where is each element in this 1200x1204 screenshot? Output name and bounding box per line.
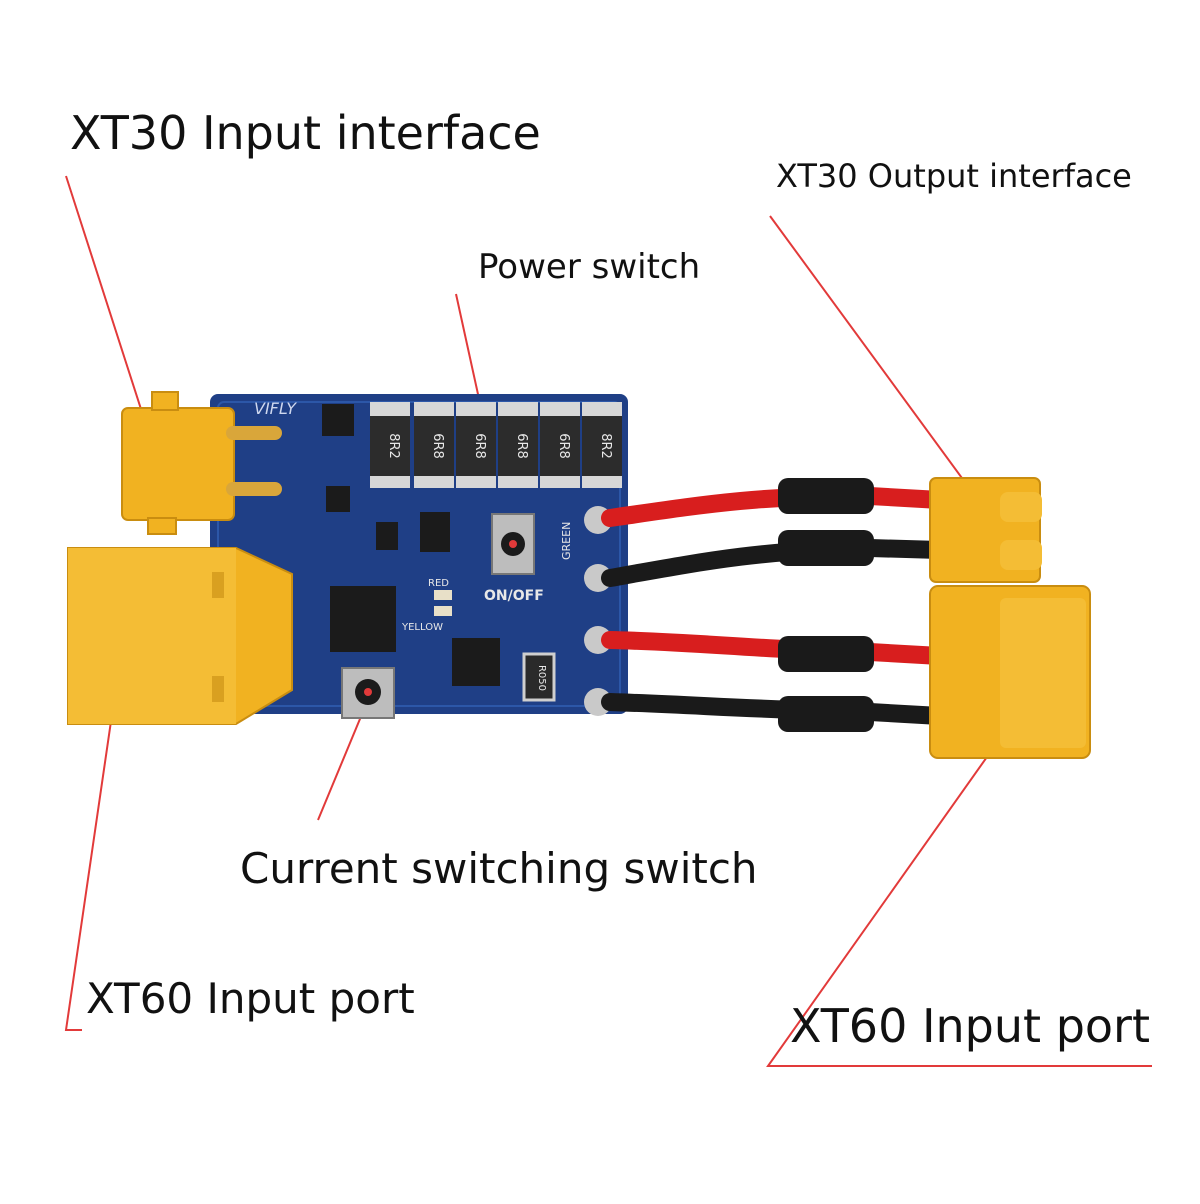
current-switch-label: Current switching switch xyxy=(240,844,758,893)
shunt-resistor xyxy=(522,652,556,702)
sop-chip xyxy=(452,638,500,686)
regulator-chip xyxy=(420,512,450,552)
on-off-label: ON/OFF xyxy=(484,588,544,604)
xt60-input-left-label: XT60 Input port xyxy=(86,974,415,1023)
wire-black xyxy=(601,693,949,725)
led-yellow-label: YELLOW xyxy=(401,622,443,633)
brand-label: VIFLY xyxy=(254,399,297,418)
led-red xyxy=(434,590,452,600)
leader-xt60-right xyxy=(766,667,1152,1067)
resistor-label: 8R2 xyxy=(386,433,401,459)
led-yellow xyxy=(434,606,452,616)
xt60-input-right-label: XT60 Input port xyxy=(790,999,1150,1053)
heat-shrink xyxy=(778,696,874,732)
power-switch-label: Power switch xyxy=(478,247,701,287)
small-chip xyxy=(326,486,350,512)
resistor-label: 6R8 xyxy=(430,433,445,459)
resistor-label: 6R8 xyxy=(472,433,487,459)
xt60-output-connector-right xyxy=(929,585,1091,759)
heat-shrink xyxy=(778,636,874,672)
heat-shrink xyxy=(778,530,874,566)
wire-black xyxy=(601,538,949,587)
microcontroller-chip xyxy=(330,586,396,652)
xt30-input-label: XT30 Input interface xyxy=(70,106,541,160)
led-green-label: GREEN xyxy=(560,522,573,560)
resistor-label: 6R8 xyxy=(514,433,529,459)
resistor-label: 6R8 xyxy=(556,433,571,459)
leader-xt60-left xyxy=(64,631,125,1031)
wire-red xyxy=(601,631,949,665)
small-chip xyxy=(376,522,398,550)
xt30-output-connector xyxy=(929,477,1042,583)
xt60-input-connector-left xyxy=(67,547,293,725)
resistor-row: 8R2 6R8 6R8 6R8 6R8 8R2 xyxy=(370,402,622,488)
heat-shrink xyxy=(778,478,874,514)
xt30-output-label: XT30 Output interface xyxy=(776,157,1132,195)
wire-red xyxy=(601,486,949,527)
current-switch-button xyxy=(341,667,395,719)
power-switch-button xyxy=(491,513,535,575)
xt30-input-connector xyxy=(121,391,282,535)
shunt-label: R050 xyxy=(536,665,547,691)
resistor-label: 8R2 xyxy=(598,433,613,459)
small-chip xyxy=(322,404,354,436)
led-red-label: RED xyxy=(428,578,449,589)
